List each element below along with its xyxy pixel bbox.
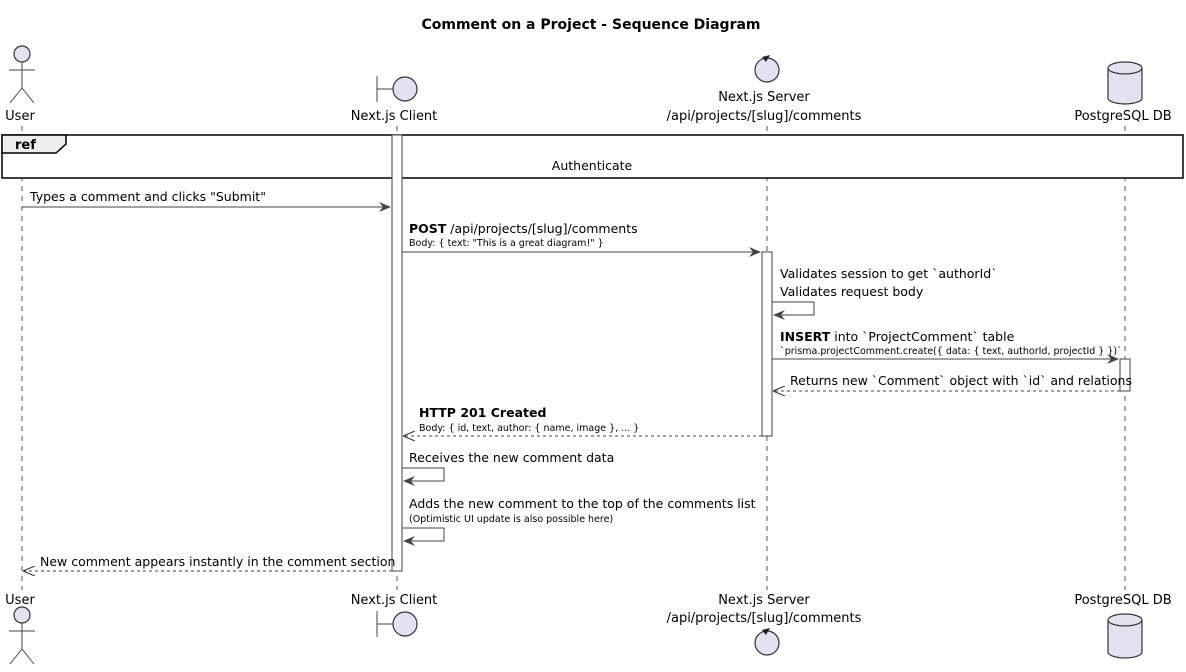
boundary-icon xyxy=(376,611,418,637)
ref-text: Authenticate xyxy=(552,158,633,173)
client-activation xyxy=(391,134,403,572)
message-detail: `prisma.projectComment.create({ data: { … xyxy=(780,346,1122,357)
db-participant-top: PostgreSQL DB xyxy=(1074,61,1172,124)
actor-icon xyxy=(9,45,35,104)
server-label-line2: /api/projects/[slug]/comments xyxy=(667,109,862,124)
control-icon xyxy=(754,55,780,83)
message-text: POST /api/projects/[slug]/comments xyxy=(409,221,638,236)
message-validate: Validates session to get `authorId` Vali… xyxy=(772,266,997,320)
message-detail: Body: { id, text, author: { name, image … xyxy=(419,423,639,434)
self-arrow xyxy=(402,467,445,486)
db-activation xyxy=(1119,358,1131,392)
user-actor-top: User xyxy=(5,45,35,124)
server-participant-bottom: Next.js Server /api/projects/[slug]/comm… xyxy=(667,593,862,656)
server-label-line1: Next.js Server xyxy=(718,593,810,608)
database-icon xyxy=(1107,61,1143,105)
client-participant-bottom: Next.js Client xyxy=(351,593,438,637)
message-keyword: INSERT xyxy=(780,329,831,344)
message-post: POST /api/projects/[slug]/comments Body:… xyxy=(402,221,761,257)
boundary-icon xyxy=(376,76,418,102)
message-add-comment: Adds the new comment to the top of the c… xyxy=(402,496,756,546)
user-actor-bottom: User xyxy=(5,593,35,665)
user-label: User xyxy=(5,593,35,608)
message-insert: INSERT into `ProjectComment` table `pris… xyxy=(772,329,1122,364)
server-label-line1: Next.js Server xyxy=(718,90,810,105)
self-arrow xyxy=(402,527,445,546)
db-participant-bottom: PostgreSQL DB xyxy=(1074,593,1172,659)
message-text: Adds the new comment to the top of the c… xyxy=(409,496,756,511)
message-method: POST xyxy=(409,221,447,236)
self-arrow xyxy=(772,301,815,320)
database-icon xyxy=(1107,613,1143,659)
message-text: Types a comment and clicks "Submit" xyxy=(29,189,266,204)
message-target: into `ProjectComment` table xyxy=(830,329,1014,344)
user-label: User xyxy=(5,109,35,124)
message-text: New comment appears instantly in the com… xyxy=(40,554,395,569)
server-activation xyxy=(761,251,773,437)
message-return-comment: Returns new `Comment` object with `id` a… xyxy=(774,373,1132,391)
message-appears: New comment appears instantly in the com… xyxy=(24,554,395,571)
message-text: INSERT into `ProjectComment` table xyxy=(780,329,1015,344)
server-participant-top: Next.js Server /api/projects/[slug]/comm… xyxy=(667,55,862,124)
message-submit: Types a comment and clicks "Submit" xyxy=(22,189,391,212)
client-label: Next.js Client xyxy=(351,593,438,608)
message-text: Returns new `Comment` object with `id` a… xyxy=(790,373,1132,388)
message-detail: Body: { text: "This is a great diagram!"… xyxy=(409,238,604,249)
diagram-title: Comment on a Project - Sequence Diagram xyxy=(421,17,760,33)
db-label: PostgreSQL DB xyxy=(1074,593,1171,608)
control-icon xyxy=(754,628,780,656)
client-label: Next.js Client xyxy=(351,109,438,124)
message-status: HTTP 201 Created xyxy=(419,405,546,420)
message-line2: Validates request body xyxy=(780,284,924,299)
message-detail: (Optimistic UI update is also possible h… xyxy=(409,514,613,525)
message-line1: Validates session to get `authorId` xyxy=(780,266,997,281)
db-label: PostgreSQL DB xyxy=(1074,109,1171,124)
message-receive: Receives the new comment data xyxy=(402,450,614,486)
message-text: Receives the new comment data xyxy=(409,450,614,465)
ref-frame: ref Authenticate xyxy=(1,134,1184,179)
ref-tag: ref xyxy=(15,138,36,153)
server-label-line2: /api/projects/[slug]/comments xyxy=(667,611,862,626)
message-path: /api/projects/[slug]/comments xyxy=(446,221,637,236)
message-http-201: HTTP 201 Created Body: { id, text, autho… xyxy=(404,405,762,436)
client-participant-top: Next.js Client xyxy=(351,76,438,124)
actor-icon xyxy=(9,606,35,665)
